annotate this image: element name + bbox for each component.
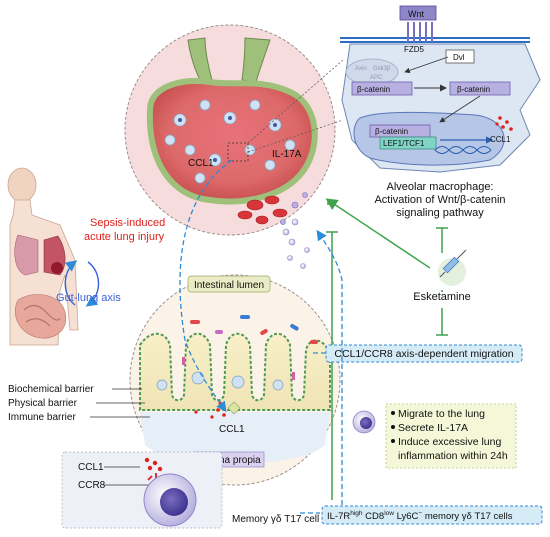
- effect-item: Secrete IL-17A: [398, 422, 468, 434]
- syringe-icon: [438, 249, 467, 286]
- migration-label: CCL1/CCR8 axis-dependent migration: [334, 348, 513, 360]
- lef-tcf-box: [379, 136, 437, 150]
- macrophage-ccl1-label: CCL1: [490, 135, 511, 144]
- alveolus-panel: [124, 24, 336, 236]
- beta-catenin-label: β-catenin: [457, 85, 490, 94]
- cell-type-part: Ly6C: [394, 511, 419, 522]
- sepsis-label-2: acute lung injury: [84, 231, 165, 243]
- ccl1-dots: [144, 457, 163, 472]
- memory-t17-cell-icon: [143, 473, 197, 527]
- effect-item: Migrate to the lung: [398, 408, 485, 420]
- cell-type-label: IL-7Rhigh CD8low Ly6C− memory γδ T17 cel…: [327, 510, 513, 522]
- lef-tcf-label: LEF1/TCF1: [383, 139, 425, 148]
- wnt-box: [399, 5, 437, 21]
- cell-type-part: CD8: [363, 511, 385, 522]
- beta-catenin-label: β-catenin: [357, 85, 390, 94]
- biochemical-barrier-label: Biochemical barrier: [8, 384, 94, 395]
- ccr8-label: CCR8: [78, 480, 106, 491]
- migrating-cells: [282, 218, 310, 269]
- physical-barrier-label: Physical barrier: [8, 398, 78, 409]
- sepsis-label-1: Sepsis-induced: [90, 217, 165, 229]
- beta-catenin-box: [351, 81, 413, 96]
- macrophage-caption-2: Activation of Wnt/β-catenin: [374, 194, 505, 206]
- cell-type-sup: −: [418, 510, 422, 517]
- memory-cell-label: Memory γδ T17 cell: [232, 514, 319, 525]
- macrophage-caption-3: signaling pathway: [396, 207, 484, 219]
- cell-type-sup: low: [384, 510, 394, 517]
- zoom-connector: [247, 119, 344, 153]
- zoom-connector: [247, 59, 344, 144]
- gsk3b-label: Gsk3β: [373, 66, 391, 72]
- effects-cell-icon: [352, 410, 376, 434]
- immune-barrier-label: Immune barrier: [8, 412, 76, 423]
- dvl-box: [445, 49, 475, 64]
- esketamine-label: Esketamine: [413, 291, 470, 303]
- beta-catenin-box: [449, 81, 511, 96]
- gut-lung-arrow: [85, 261, 100, 307]
- axin-label: Axin: [355, 66, 367, 72]
- gut-lung-arrow: [64, 260, 78, 306]
- gut-lung-label: Gut-lung axis: [56, 292, 121, 304]
- macrophage-caption-1: Alveolar macrophage:: [386, 181, 493, 193]
- effect-item: Induce excessive lung: [398, 436, 501, 448]
- beta-catenin-label: β-catenin: [375, 127, 408, 136]
- migration-paths: [179, 159, 343, 514]
- apc-label: APC: [370, 75, 383, 81]
- receptor-ccl1-label: CCL1: [78, 462, 104, 473]
- cell-type-part: IL-7R: [327, 511, 350, 522]
- effects-panel: [385, 403, 517, 469]
- fzd5-label: FZD5: [404, 45, 425, 54]
- effects-bullets: [391, 411, 395, 443]
- macrophage-panel: [340, 5, 541, 173]
- effect-item: inflammation within 24h: [398, 450, 508, 462]
- cell-type-part: memory γδ T17 cells: [422, 511, 513, 522]
- intestinal-lumen-label: Intestinal lumen: [194, 280, 264, 291]
- dvl-label: Dvl: [453, 53, 465, 62]
- human-body-figure: [7, 167, 79, 346]
- inhibition-arrows: [325, 198, 448, 336]
- alveolus-il17a-label: IL-17A: [272, 149, 302, 160]
- intestinal-lumen-tag: [187, 275, 271, 293]
- wnt-label: Wnt: [408, 9, 425, 19]
- intestine-ccl1-label: CCL1: [219, 424, 245, 435]
- cell-type-sup: high: [350, 510, 363, 517]
- cell-type-tag: [321, 505, 543, 525]
- alveolus-ccl1-label: CCL1: [188, 158, 214, 169]
- intestine-panel: [129, 274, 341, 486]
- lamina-propia-label: Lamina propia: [197, 455, 261, 466]
